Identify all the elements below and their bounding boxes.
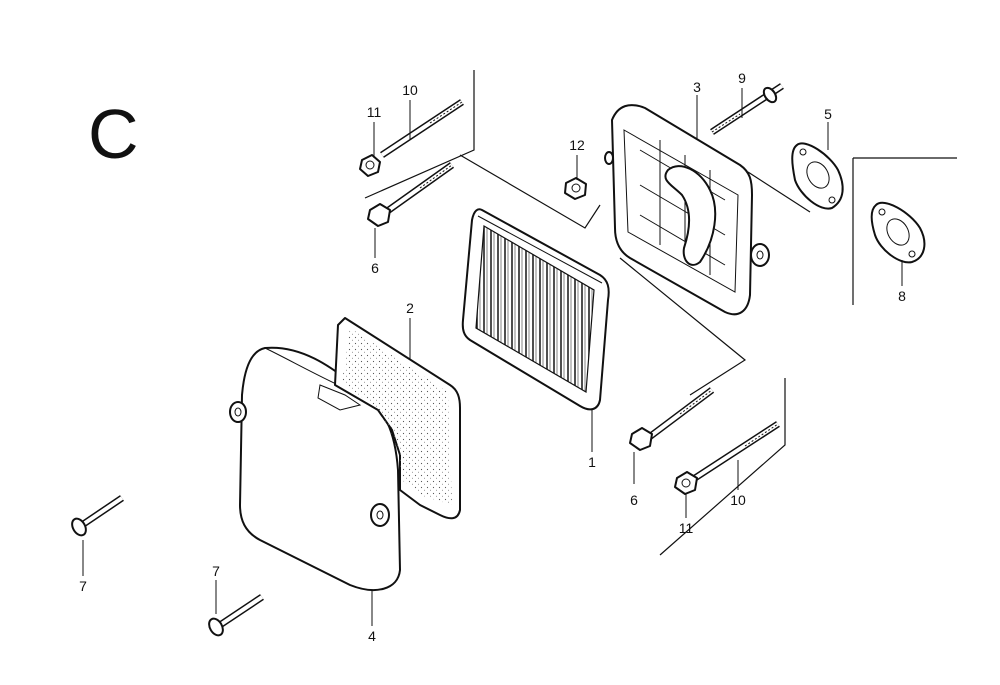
callout-10-lower: 10	[730, 492, 746, 508]
callout-11-lower: 11	[679, 520, 694, 536]
callout-10-upper: 10	[402, 82, 418, 98]
bolt-7-left	[71, 495, 124, 537]
callout-9: 9	[738, 70, 746, 86]
callout-7-left: 7	[79, 578, 87, 594]
gasket-8	[870, 201, 926, 264]
callout-7-bottom: 7	[212, 563, 220, 579]
long-bolt-10-upper	[380, 99, 464, 158]
callout-5: 5	[824, 106, 832, 122]
callout-4: 4	[368, 628, 376, 644]
nut-11-lower	[674, 471, 698, 495]
leader-lines	[82, 88, 903, 626]
bolt-6-upper	[367, 162, 455, 227]
callout-12: 12	[569, 137, 585, 153]
callout-1: 1	[588, 454, 596, 470]
pre-filter-foam	[334, 317, 461, 520]
callout-11-upper: 11	[367, 104, 382, 120]
gasket-5	[791, 142, 844, 210]
nut-11-upper	[359, 154, 381, 177]
stud-bolt-9	[710, 83, 784, 135]
bolt-6-lower	[629, 387, 715, 451]
long-bolt-10-lower	[693, 421, 780, 481]
bolt-7-bottom	[208, 594, 264, 637]
air-cleaner-case	[604, 104, 770, 316]
callout-6-lower: 6	[630, 492, 638, 508]
section-letter: C	[88, 95, 139, 173]
callout-labels: 1 2 3 4 5 6 6 7 7 8 9 10 10 11 11 12	[79, 70, 906, 644]
callout-2: 2	[406, 300, 414, 316]
nut-12	[564, 177, 587, 200]
callout-6-upper: 6	[371, 260, 379, 276]
callout-3: 3	[693, 79, 701, 95]
assembly-guide-lines	[364, 70, 957, 556]
air-filter-element	[461, 208, 610, 411]
callout-8: 8	[898, 288, 906, 304]
